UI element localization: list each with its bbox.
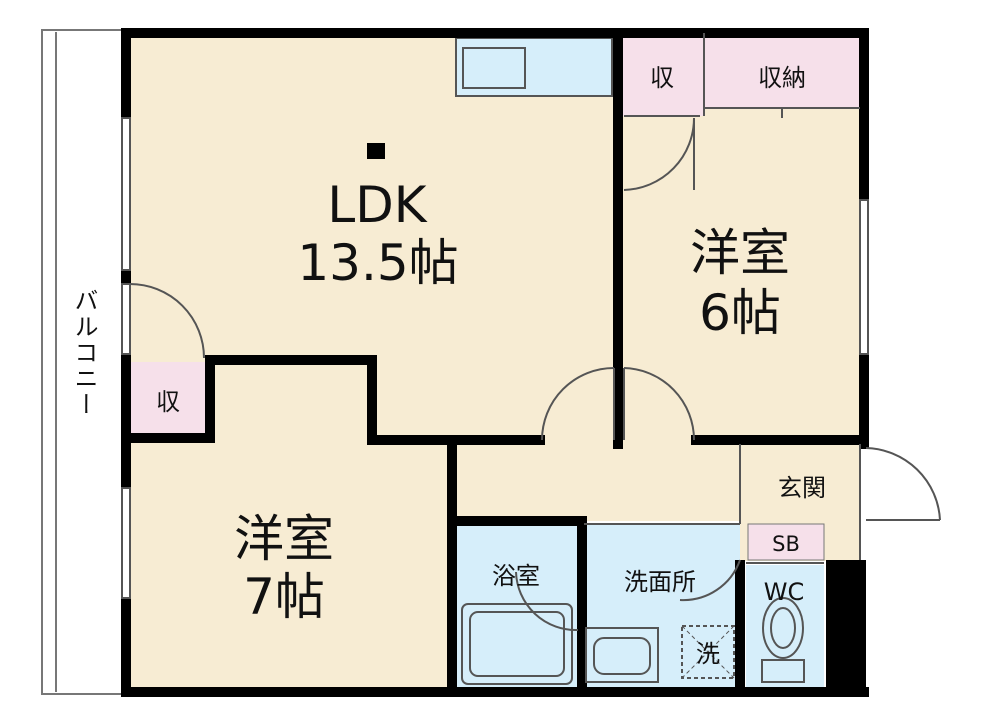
washer-label: 洗 [696,640,720,668]
bathtub-inner [469,611,565,677]
balcony-label: バルコニー [70,288,98,418]
thin-walls [456,33,861,564]
bathroom-floor [456,524,578,688]
washer-diagonal-2 [681,625,735,679]
toilet-floor [746,565,824,688]
western-7-size: 7帖 [243,568,325,626]
western-6-name: 洋室 [690,224,790,282]
pipe-space [826,560,866,694]
entrance-label: 玄関 [778,474,826,502]
doors [129,108,941,632]
washroom-label: 洗面所 [624,568,696,596]
closet-top-floor [704,36,860,108]
western-7-name: 洋室 [234,510,334,568]
bathtub-icon [461,603,573,685]
toilet-icon [761,659,805,683]
toilet-bowl [762,597,804,659]
toilet-seat [770,607,796,649]
walls [121,28,869,697]
bathroom-label: 浴室 [492,562,540,590]
fridge-marker-icon [367,143,385,159]
storage-top-label: 収 [650,64,674,92]
washroom-floor [584,524,740,688]
toilet-label: WC [764,578,805,606]
storage-left-floor [130,362,206,434]
western-6-size: 6帖 [699,284,781,342]
storage-top-floor [622,36,704,116]
shoe-box-floor [747,523,825,561]
shoe-box-label: SB [772,532,800,556]
western-7-floor [130,441,452,688]
windows [121,117,869,599]
ldk-name: LDK [327,176,427,234]
ldk-size: 13.5帖 [297,234,458,292]
kitchen-sink-icon [462,47,526,89]
closet-top-label: 収納 [758,64,806,92]
washbasin-icon [585,627,659,683]
washbasin-bowl [593,637,651,675]
storage-left-label: 収 [156,388,180,416]
washer-icon [681,625,735,679]
